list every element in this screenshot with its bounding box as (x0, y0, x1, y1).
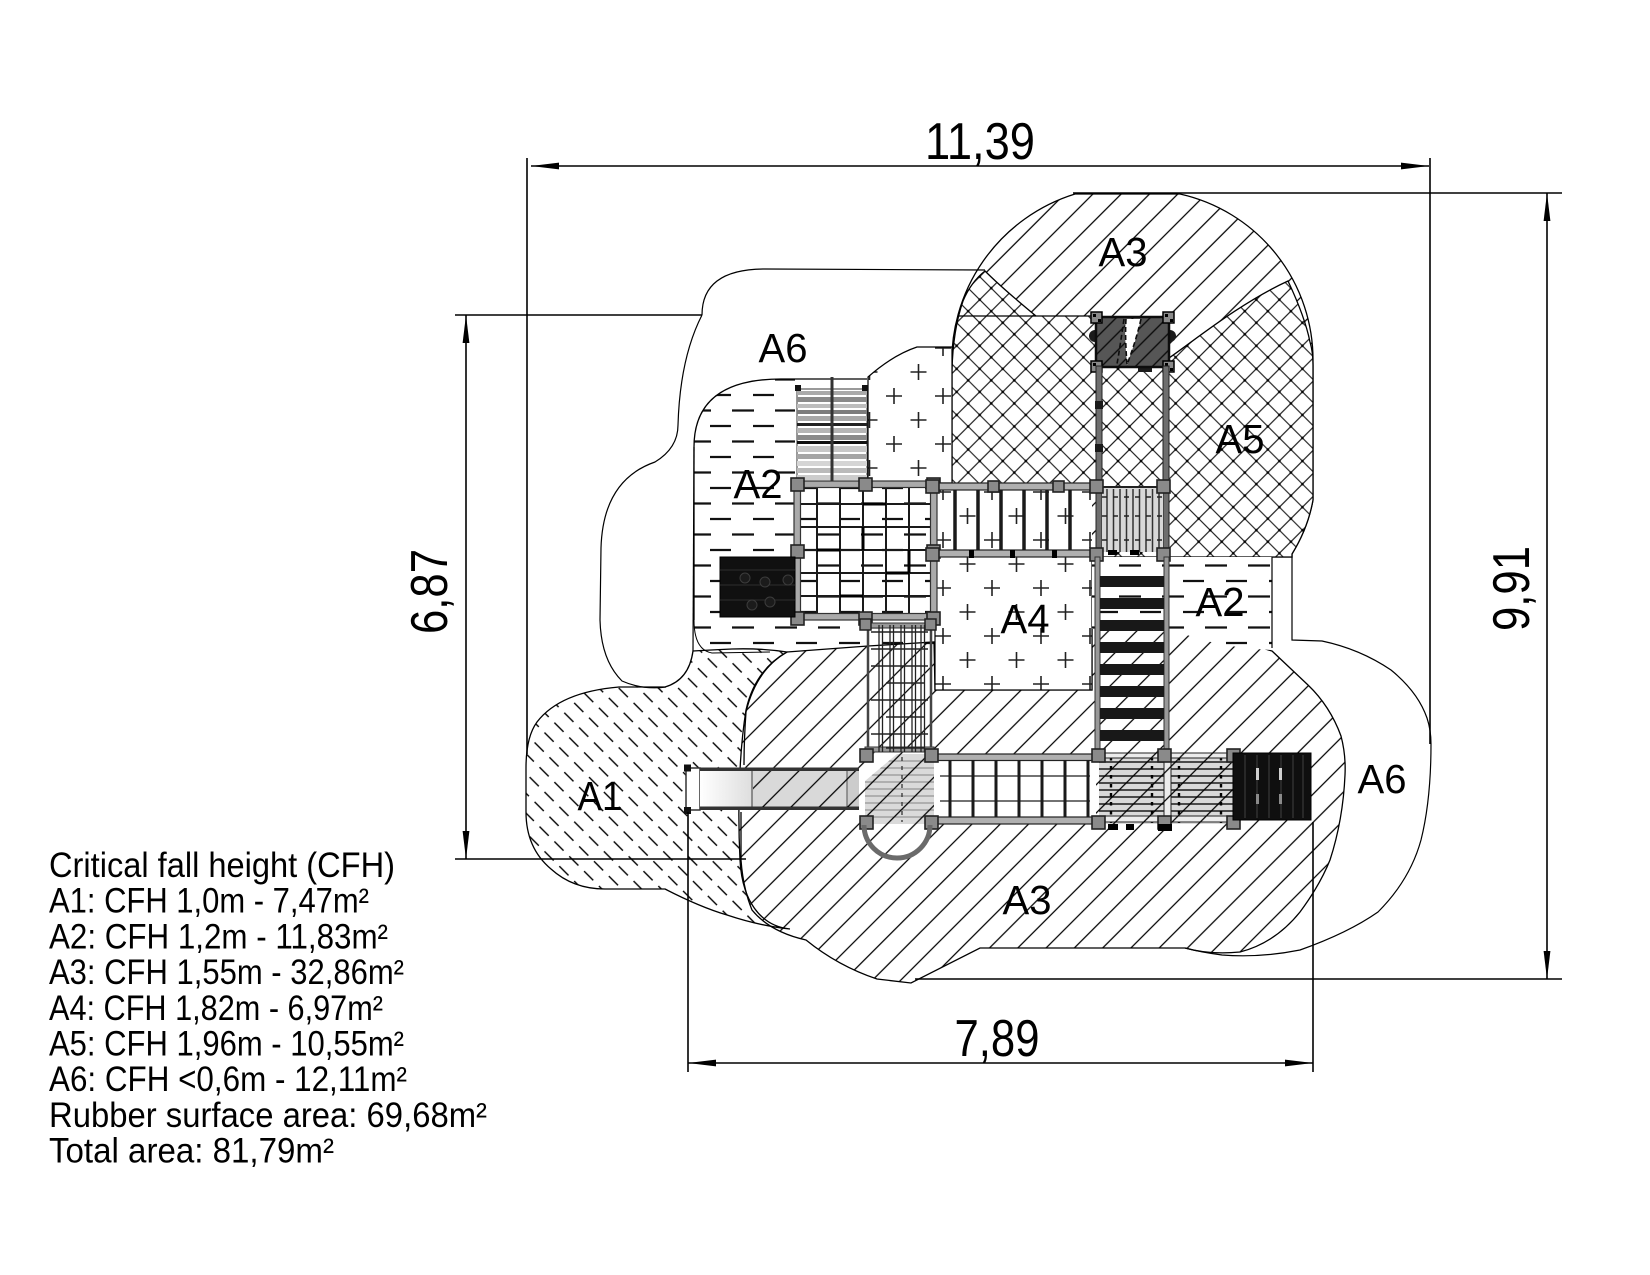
svg-text:9,91: 9,91 (1483, 546, 1541, 631)
svg-text:Rubber surface area: 69,68m²: Rubber surface area: 69,68m² (49, 1096, 487, 1135)
svg-text:A6: CFH <0,6m - 12,11m²: A6: CFH <0,6m - 12,11m² (49, 1060, 407, 1099)
svg-text:A2: A2 (1196, 579, 1245, 625)
svg-text:A2: CFH 1,2m - 11,83m²: A2: CFH 1,2m - 11,83m² (49, 917, 388, 956)
svg-text:11,39: 11,39 (925, 113, 1035, 171)
svg-text:A4: A4 (1001, 596, 1050, 642)
svg-text:A1: A1 (578, 773, 623, 819)
svg-text:A2: A2 (734, 461, 783, 507)
svg-text:A5: A5 (1216, 416, 1265, 462)
svg-text:7,89: 7,89 (955, 1010, 1040, 1068)
svg-text:A6: A6 (759, 325, 808, 371)
svg-text:Total area: 81,79m²: Total area: 81,79m² (49, 1132, 334, 1171)
svg-text:A3: CFH 1,55m - 32,86m²: A3: CFH 1,55m - 32,86m² (49, 953, 404, 992)
svg-text:A3: A3 (1099, 229, 1148, 275)
svg-text:A3: A3 (1003, 877, 1052, 923)
svg-text:A5: CFH 1,96m - 10,55m²: A5: CFH 1,96m - 10,55m² (49, 1025, 404, 1064)
svg-text:A1: CFH 1,0m - 7,47m²: A1: CFH 1,0m - 7,47m² (49, 882, 369, 921)
svg-text:Critical fall height (CFH): Critical fall height (CFH) (49, 846, 395, 885)
svg-text:6,87: 6,87 (401, 549, 459, 634)
svg-text:A6: A6 (1358, 756, 1407, 802)
svg-text:A4: CFH 1,82m - 6,97m²: A4: CFH 1,82m - 6,97m² (49, 989, 383, 1028)
